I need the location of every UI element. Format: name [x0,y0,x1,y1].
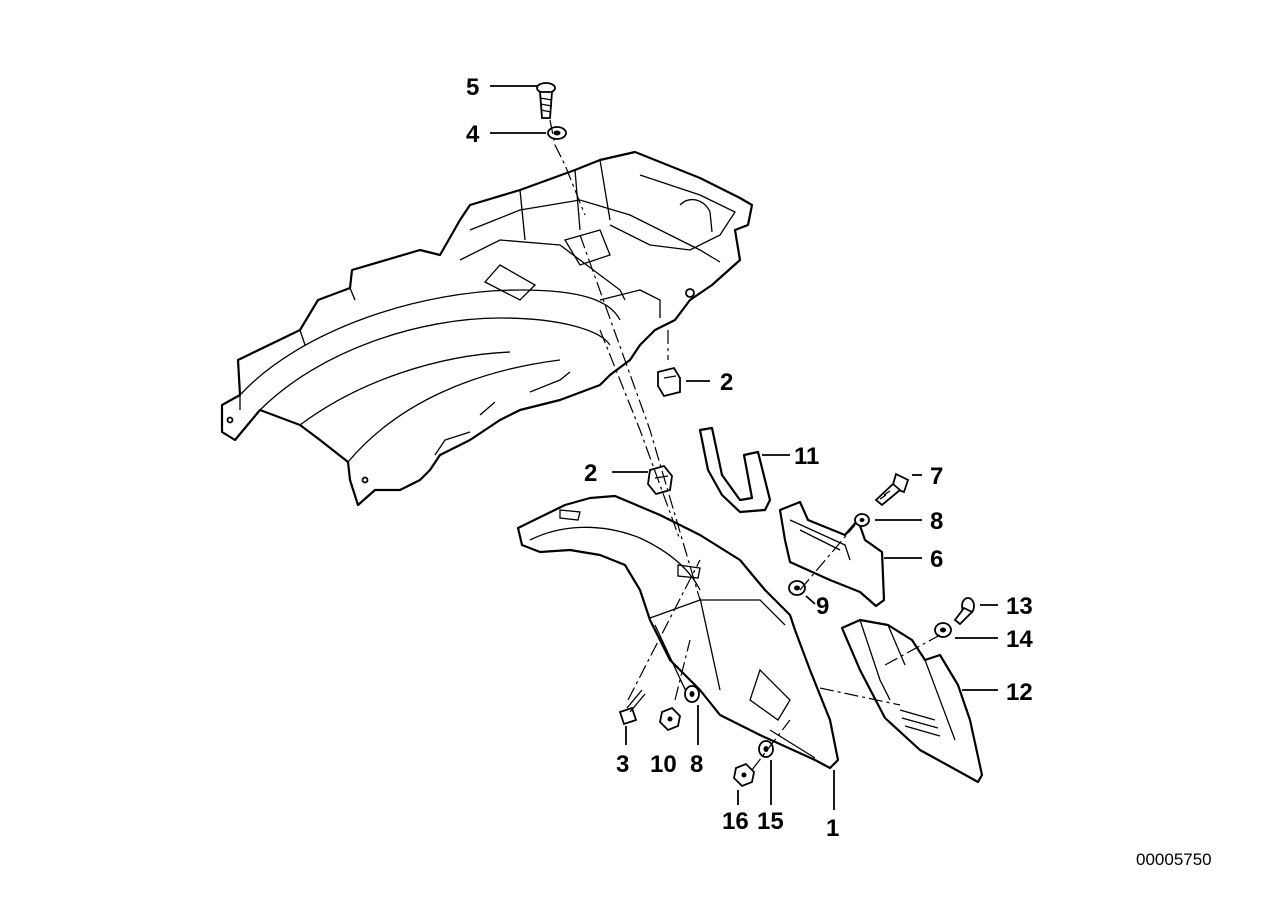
screw-3 [618,689,646,726]
callout-7: 7 [930,463,943,490]
leader-lines [490,85,998,810]
washer-8-upper [854,513,870,527]
callout-labels: 5 4 2 2 11 7 8 6 9 13 14 12 3 10 8 16 15… [466,74,1033,842]
cover-12 [840,618,984,784]
washer-4 [547,126,567,140]
callout-3: 3 [616,751,629,778]
clip-nut-2-upper [657,366,681,398]
callout-4: 4 [466,121,480,148]
clip-nut-2-lower [647,464,673,496]
washer-14 [934,622,952,638]
callout-9: 9 [816,593,829,620]
callout-14: 14 [1006,626,1033,653]
callout-2-upper: 2 [720,369,733,396]
callout-2-lower: 2 [584,460,597,487]
callout-16: 16 [722,808,749,835]
callout-5: 5 [466,74,479,101]
washer-8-lower [684,685,700,703]
callout-15: 15 [757,808,784,835]
nut-16 [733,762,755,788]
bracket-plate-6 [778,500,886,608]
callout-8-upper: 8 [930,508,943,535]
rear-frame-tray [220,150,754,507]
callout-12: 12 [1006,679,1033,706]
callout-8-lower: 8 [690,751,703,778]
washer-15 [758,740,774,758]
strap-11 [698,426,772,514]
nut-10 [659,706,681,732]
callout-13: 13 [1006,593,1033,620]
callout-10: 10 [650,751,677,778]
bolt-7 [874,472,910,507]
callout-11: 11 [794,443,819,470]
assembly-axes [549,119,941,771]
screw-13 [953,597,975,626]
screw-5 [536,82,556,119]
callout-1: 1 [826,815,839,842]
washer-9 [788,580,806,596]
drawing-number: 00005750 [1136,850,1212,869]
callout-6: 6 [930,546,943,573]
